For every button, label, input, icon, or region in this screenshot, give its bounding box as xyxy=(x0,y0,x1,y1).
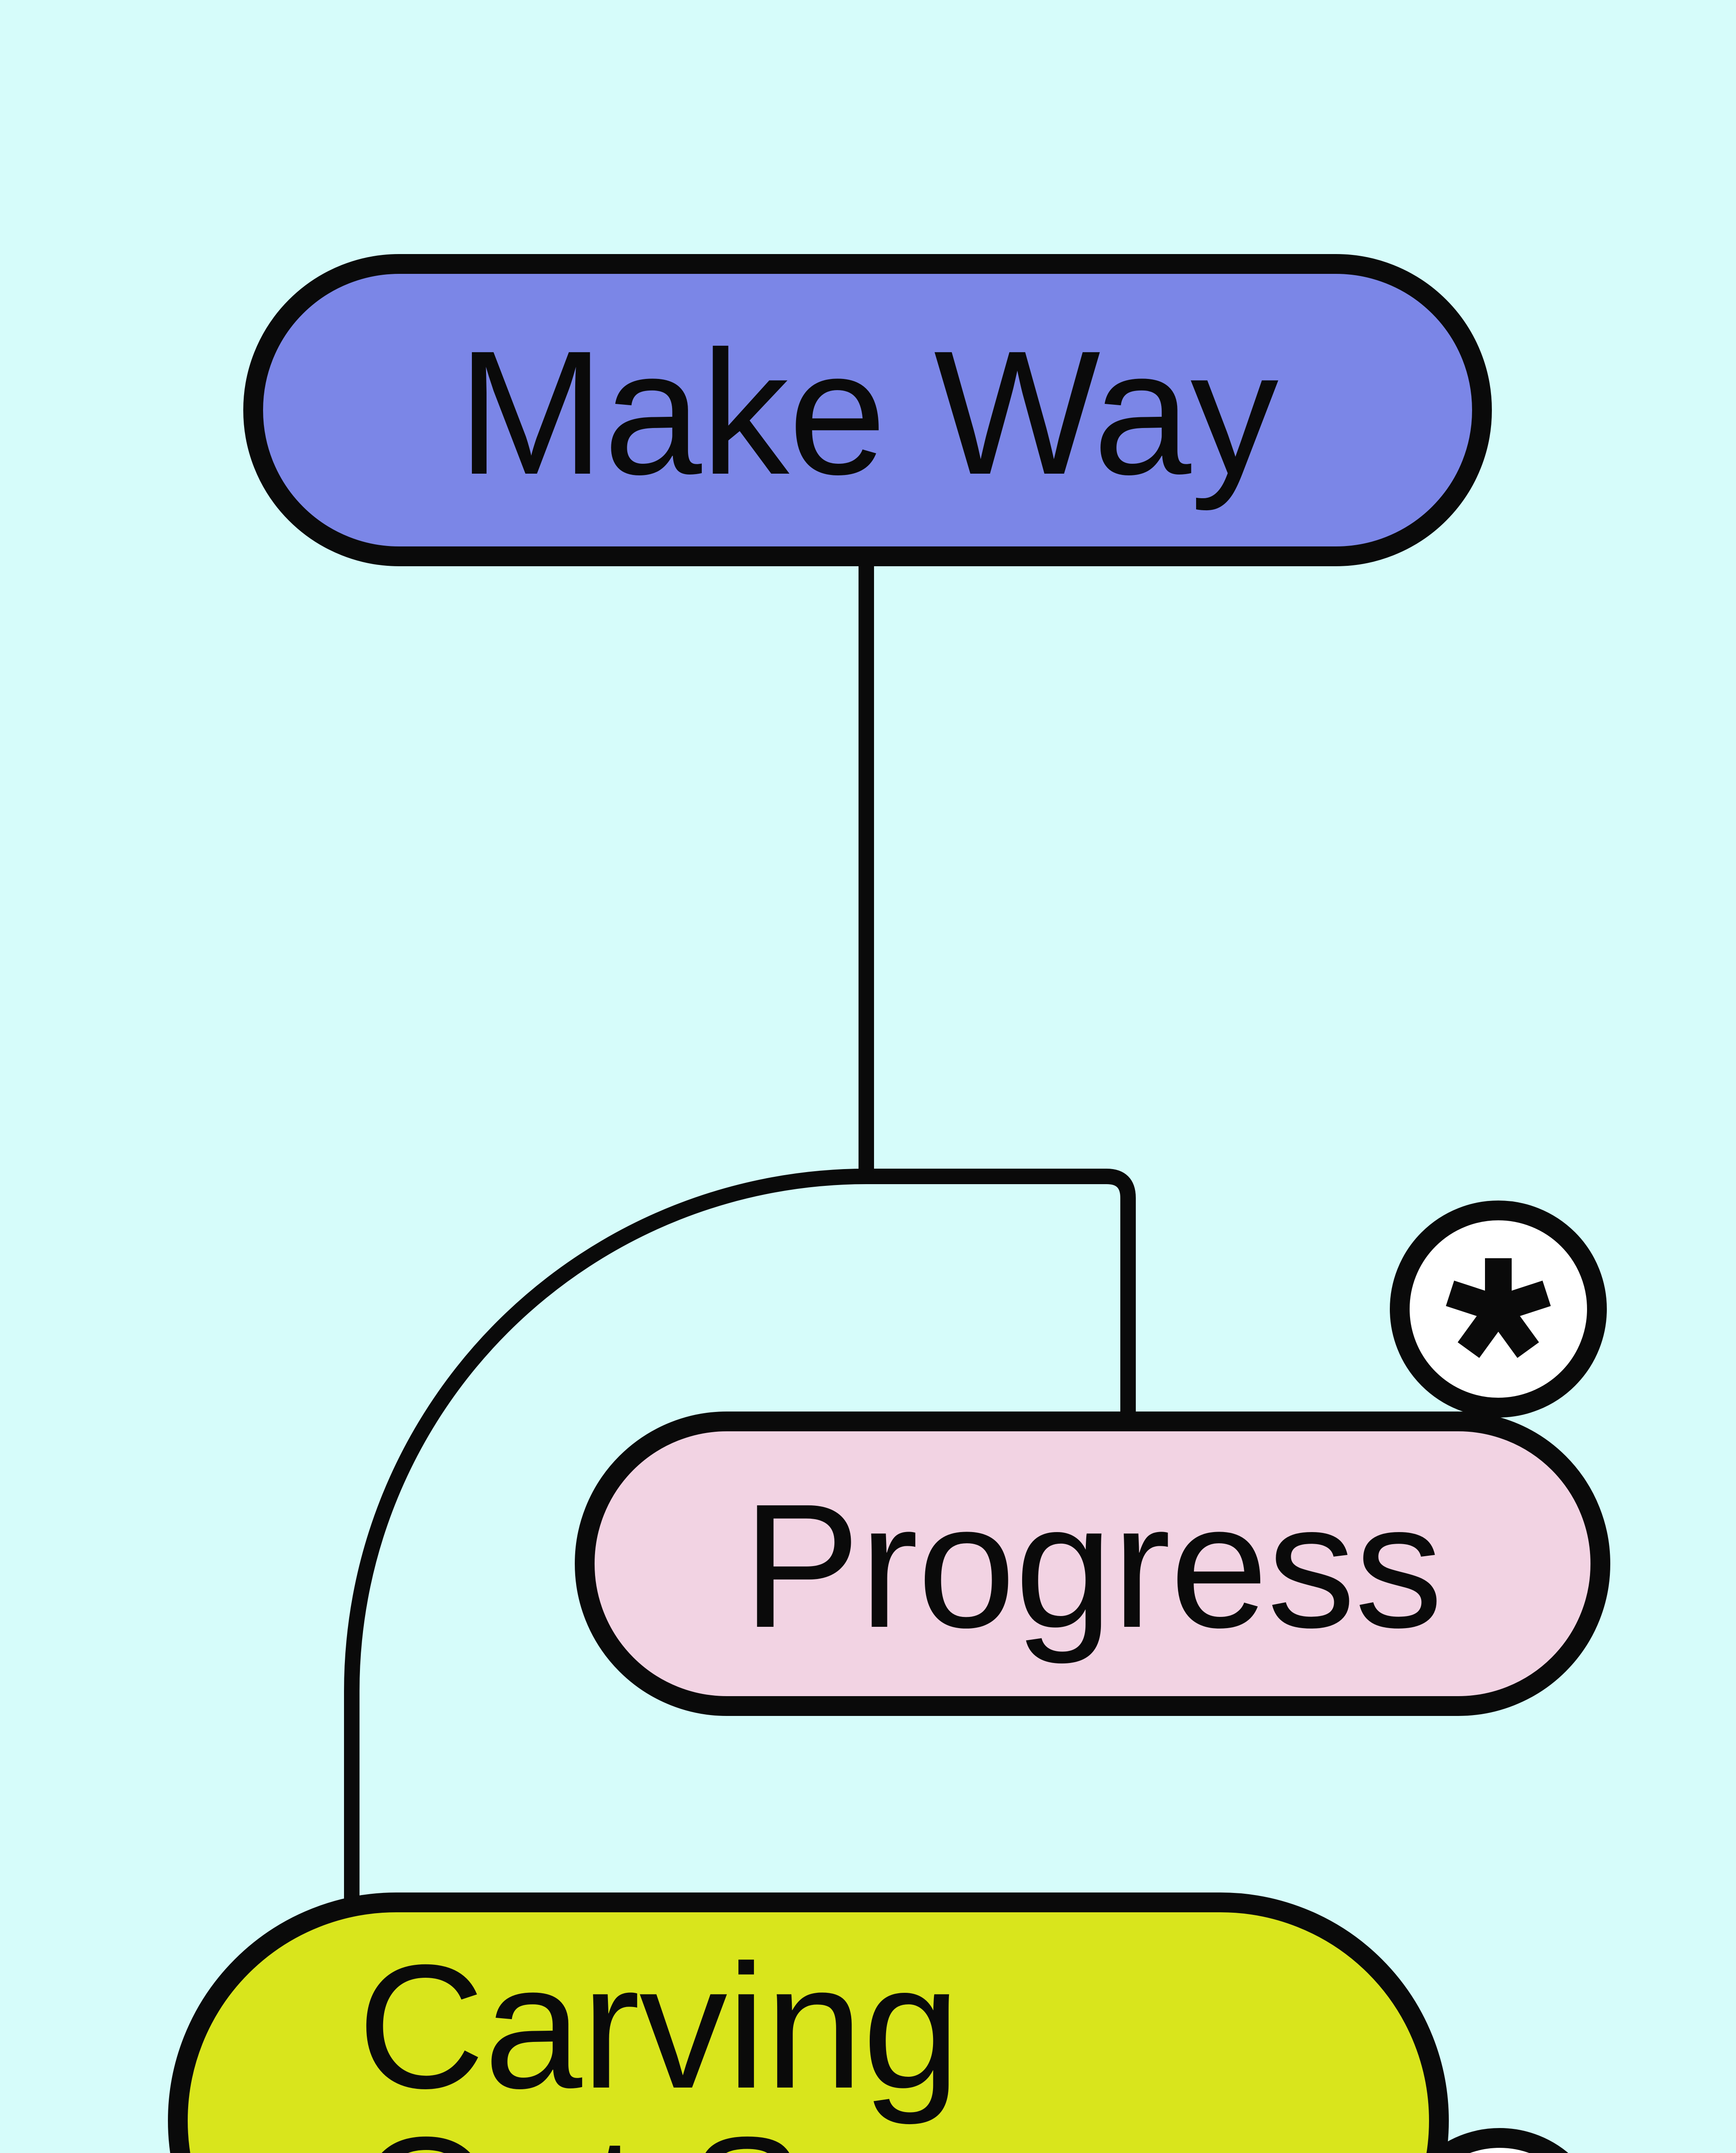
node-make-way-pill xyxy=(243,254,1492,566)
node-carving-pill xyxy=(168,1892,1449,2153)
node-progress: Progress xyxy=(575,1412,1610,1716)
badge-circle xyxy=(1431,2128,1569,2153)
node-progress-pill xyxy=(575,1412,1610,1716)
asterisk-icon xyxy=(1446,1258,1551,1358)
asterisk-badge-bottom xyxy=(1431,2128,1569,2153)
node-make-way-label: Make Way xyxy=(457,314,1278,512)
node-make-way: Make Way xyxy=(243,254,1492,566)
node-carving-label-line2: Out Space xyxy=(357,2100,1184,2153)
connector-elbow-to-progress xyxy=(866,1169,1136,1425)
connector-arc-to-carving xyxy=(344,1169,867,1916)
node-carving-label-line1: Carving xyxy=(357,1928,960,2126)
node-carving-out-space: Carving Out Space xyxy=(168,1892,1449,2153)
asterisk-badge-top xyxy=(1390,1201,1607,1418)
node-progress-label: Progress xyxy=(743,1467,1442,1666)
